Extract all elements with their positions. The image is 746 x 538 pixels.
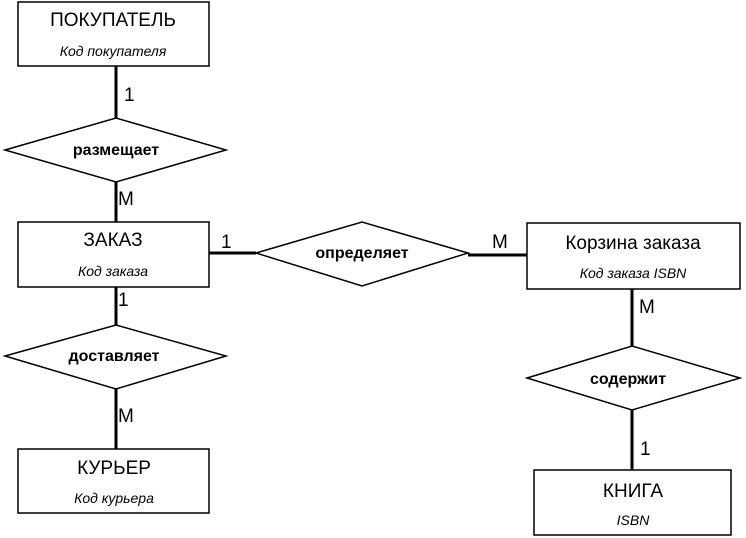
entity-title: КУРЬЕР (77, 458, 151, 479)
cardinality-order-defines: 1 (221, 232, 232, 253)
entity-box (17, 1, 210, 67)
entity-box (17, 448, 210, 514)
entity-courier: КУРЬЕР Код курьера (17, 448, 210, 514)
entity-book: КНИГА ISBN (533, 469, 732, 536)
relationship-diamond (2, 117, 229, 183)
cardinality-order-delivers: 1 (118, 290, 129, 311)
entity-title: ПОКУПАТЕЛЬ (50, 10, 176, 31)
cardinality-cart-contains: M (639, 297, 655, 318)
entity-cart: Корзина заказа Код заказа ISBN (526, 222, 741, 290)
relationship-label: определяет (315, 245, 408, 262)
relationship-delivers: доставляет (2, 324, 229, 390)
entity-customer: ПОКУПАТЕЛЬ Код покупателя (17, 1, 210, 67)
entity-box (533, 469, 732, 536)
relationship-diamond (253, 221, 471, 287)
entity-key: Код покупателя (60, 43, 167, 59)
relationship-places: размещает (2, 117, 229, 183)
entity-box (17, 221, 210, 288)
entity-order: ЗАКАЗ Код заказа (17, 221, 210, 288)
relationship-label: содержит (590, 371, 666, 388)
entity-box (526, 222, 741, 290)
relationship-contains: содержит (524, 345, 743, 411)
relationship-diamond (2, 324, 229, 390)
cardinality-contains-book: 1 (640, 439, 651, 460)
relationship-label: размещает (73, 142, 159, 159)
cardinality-customer-places: 1 (124, 85, 135, 106)
entity-title: Корзина заказа (565, 233, 701, 254)
cardinality-defines-cart: M (492, 232, 508, 253)
entity-title: КНИГА (603, 481, 663, 502)
cardinality-places-order: M (118, 189, 134, 210)
cardinality-delivers-courier: M (118, 406, 134, 427)
entity-key: Код заказа ISBN (580, 265, 687, 281)
entity-title: ЗАКАЗ (83, 230, 142, 251)
relationship-label: доставляет (69, 348, 160, 365)
relationship-diamond (524, 345, 743, 411)
entity-key: ISBN (617, 512, 651, 528)
relationship-defines: определяет (253, 221, 471, 287)
entity-key: Код курьера (74, 490, 154, 506)
entity-key: Код заказа (78, 263, 148, 279)
